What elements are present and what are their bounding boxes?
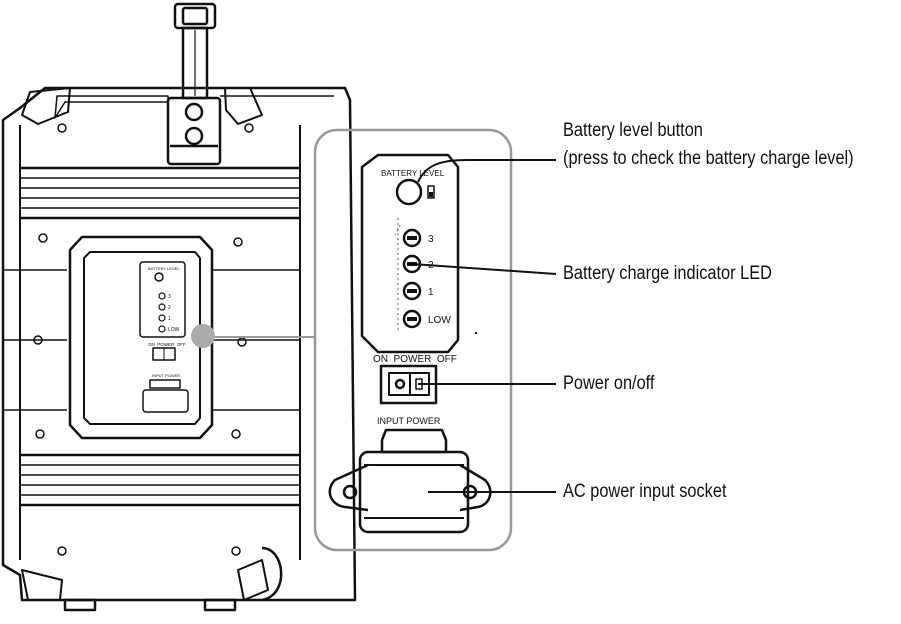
inset-led-panel xyxy=(360,153,477,354)
led-label-3: 3 xyxy=(428,234,434,245)
inset-leds xyxy=(402,228,422,329)
power-switch-callout: Power on/off xyxy=(563,373,655,394)
speaker-body xyxy=(1,86,357,612)
battery-level-label: BATTERY LEVEL xyxy=(381,169,445,178)
small-led-label-1: 1 xyxy=(168,316,171,322)
input-power-label: INPUT POWER xyxy=(377,416,441,426)
small-power-switch-label: ON POWER OFF xyxy=(148,342,186,347)
small-led-label-2: 2 xyxy=(168,305,171,311)
small-led-label-low: LOW xyxy=(168,327,180,333)
body-screws xyxy=(33,123,254,556)
small-battery-level-label: BATTERY LEVEL xyxy=(148,266,180,271)
led-label-low: LOW xyxy=(428,315,451,326)
zoom-circle xyxy=(191,324,215,348)
inset-input-socket xyxy=(328,428,492,534)
telescopic-handle xyxy=(166,2,222,166)
small-input-power-label: INPUT POWER xyxy=(152,373,180,378)
power-switch-label: ON POWER OFF xyxy=(373,354,457,365)
rear-panel xyxy=(68,235,214,440)
battery-button-callout-line2: (press to check the battery charge level… xyxy=(563,148,854,169)
inset-battery-button xyxy=(395,178,435,206)
leader-lines xyxy=(411,159,557,493)
battery-led-callout: Battery charge indicator LED xyxy=(563,263,772,284)
led-label-1: 1 xyxy=(428,287,434,298)
battery-button-callout-line1: Battery level button xyxy=(563,120,703,141)
ac-input-callout: AC power input socket xyxy=(563,481,727,502)
small-led-label-3: 3 xyxy=(168,294,171,300)
led-label-2: 2 xyxy=(428,260,434,271)
inset-frame xyxy=(313,128,513,552)
